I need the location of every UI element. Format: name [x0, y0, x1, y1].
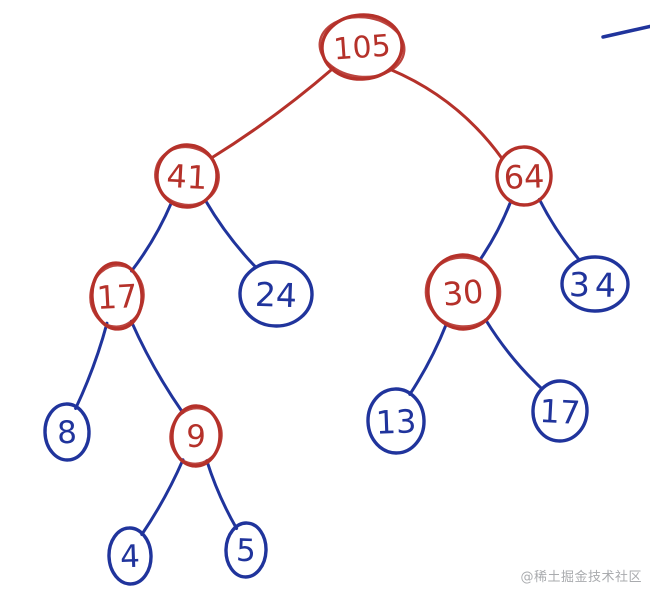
tree-node-24: 24: [238, 260, 314, 328]
tree-node-circle-overstroke: [424, 256, 502, 328]
tree-edge-n41-n17a: [130, 200, 174, 273]
tree-node-label: 13: [375, 402, 417, 441]
tree-node-label: 9: [185, 419, 206, 456]
tree-node-17: 17: [531, 379, 589, 443]
tree-node-label: 5: [235, 533, 256, 570]
tree-node-circle: [320, 13, 404, 81]
tree-node-circle-overstroke: [318, 15, 406, 79]
tree-node-circle: [107, 526, 153, 586]
tree-node-label: 17: [96, 277, 139, 317]
tree-edge-n30-n13: [408, 322, 448, 396]
tree-node-circle-overstroke: [154, 145, 220, 207]
decorative-stroke: [601, 24, 650, 39]
tree-node-label: 105: [332, 29, 392, 68]
tree-node-circle: [43, 402, 91, 462]
tree-node-30: 30: [424, 253, 502, 331]
tree-node-4: 4: [107, 526, 153, 586]
tree-node-13: 13: [366, 387, 426, 455]
tree-node-label: 4: [120, 539, 141, 576]
tree-node-8: 8: [43, 402, 91, 462]
tree-node-label: 41: [166, 157, 209, 197]
tree-node-circle: [426, 253, 500, 331]
tree-node-label: 17: [539, 392, 582, 432]
tree-edge-n17a-n9: [129, 319, 185, 414]
tree-edge-n9-n5: [205, 459, 239, 530]
tree-node-circle: [531, 379, 589, 443]
tree-node-label: 8: [57, 415, 78, 452]
tree-edge-n105-n64: [388, 67, 504, 161]
tree-node-41: 41: [154, 143, 220, 209]
tree-node-label: 24: [254, 275, 297, 315]
tree-edge-n9-n4: [140, 458, 185, 536]
tree-node-34: 34: [560, 255, 630, 313]
tree-edge-n64-n30: [478, 199, 513, 262]
tree-node-9: 9: [169, 404, 223, 468]
tree-node-5: 5: [224, 521, 268, 579]
tree-node-circle: [224, 521, 268, 579]
tree-node-label: 64: [503, 157, 545, 196]
tree-edge-n64-n34: [537, 197, 580, 261]
tree-node-circle: [90, 261, 144, 331]
tree-node-circle: [170, 404, 222, 468]
tree-edge-n17a-n8: [74, 321, 109, 410]
tree-node-circle: [155, 143, 219, 209]
tree-node-circle: [495, 145, 553, 207]
tree-edge-n30-n17b: [484, 318, 544, 391]
watermark: @稀土掘金技术社区: [520, 570, 642, 585]
tree-node-circle: [366, 387, 426, 455]
tree-node-circle: [560, 255, 630, 313]
tree-node-label: 30: [441, 272, 485, 313]
tree-node-label: 34: [569, 265, 622, 305]
tree-edge-n105-n41: [210, 66, 335, 160]
tree-node-circle: [238, 260, 314, 328]
tree-node-64: 64: [495, 145, 553, 207]
tree-node-17: 17: [89, 261, 145, 331]
tree-edge-n41-n24: [203, 198, 257, 269]
tree-node-105: 105: [318, 13, 406, 81]
